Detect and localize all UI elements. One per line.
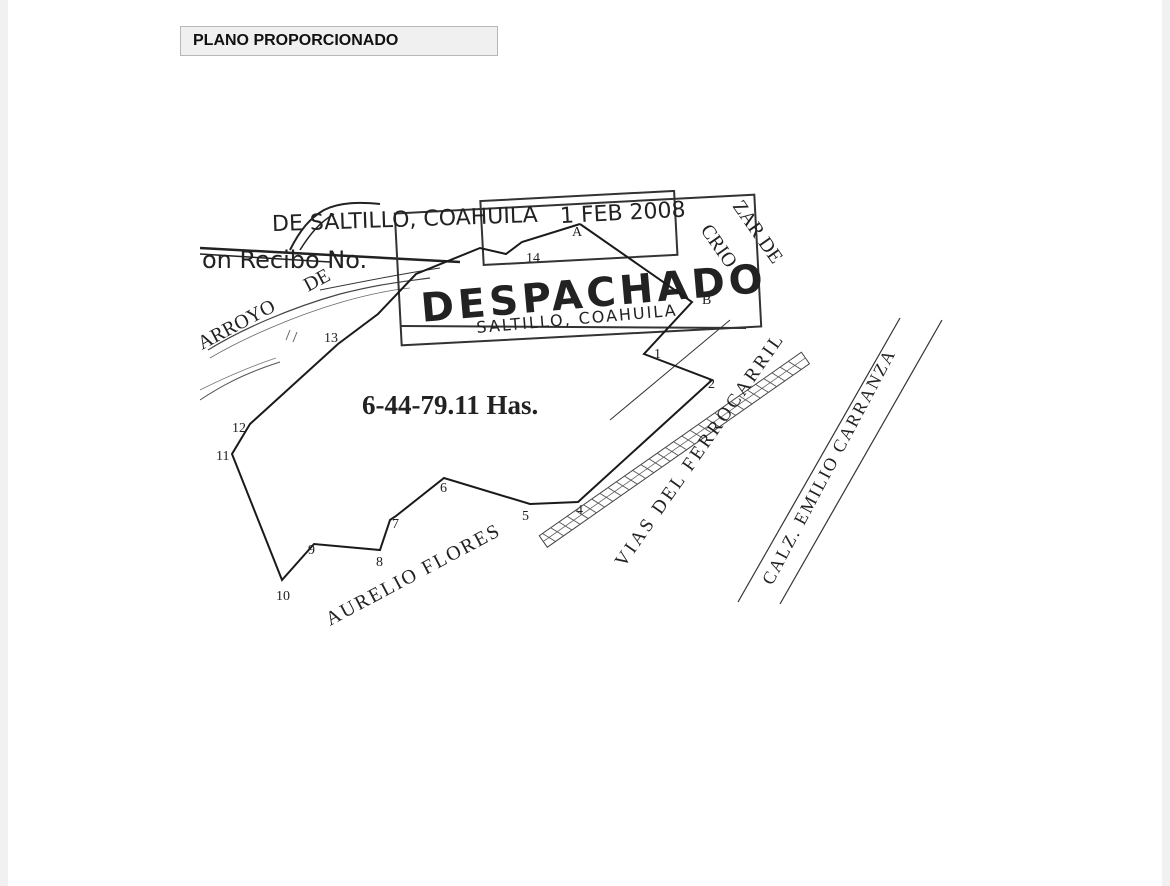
vertex-label-13: 13 <box>324 331 338 346</box>
arroyo-bank-line <box>285 329 291 341</box>
vertex-label-5: 5 <box>522 509 529 524</box>
stamp-top-line: DE SALTILLO, COAHUILA <box>272 203 538 237</box>
vertex-label-4: 4 <box>576 503 583 518</box>
plot-plan-svg: DE SALTILLO, COAHUILA 1 FEB 2008 on Reci… <box>200 190 943 630</box>
arroyo-bank-line <box>209 287 411 359</box>
arroyo-bank-line <box>299 213 335 251</box>
vertex-label-14: 14 <box>526 251 540 266</box>
vertex-label-a: A <box>572 225 583 240</box>
arroyo-bank-line <box>292 331 298 343</box>
vertex-label-8: 8 <box>376 555 383 570</box>
vertex-label-11: 11 <box>216 449 229 464</box>
vertex-label-10: 10 <box>276 589 290 604</box>
calzada-line <box>779 319 943 605</box>
street-calz-carranza: CALZ. EMILIO CARRANZA <box>758 345 900 588</box>
vertex-label-7: 7 <box>392 517 399 532</box>
plan-title-box: PLANO PROPORCIONADO <box>180 26 498 56</box>
street-arroyo: ARROYO <box>200 295 279 354</box>
arroyo-bank-line <box>200 357 277 391</box>
plot-plan-drawing: DE SALTILLO, COAHUILA 1 FEB 2008 on Reci… <box>200 190 960 660</box>
arroyo-bank-line <box>207 277 431 351</box>
railway-tracks <box>538 351 811 548</box>
calzada-line <box>737 317 901 603</box>
arroyo-bank-line <box>200 246 461 264</box>
area-label: 6-44-79.11 Has. <box>362 390 538 420</box>
property-boundary <box>230 223 714 582</box>
vertex-label-b: B <box>702 293 711 308</box>
arroyo-bank-line <box>609 319 731 421</box>
arroyo-bank-line <box>200 361 281 401</box>
stamp-recibo: on Recibo No. <box>202 246 367 274</box>
despachado-stamp: DE SALTILLO, COAHUILA 1 FEB 2008 on Reci… <box>202 190 769 347</box>
vertex-label-2: 2 <box>708 377 715 392</box>
plan-title: PLANO PROPORCIONADO <box>193 32 399 49</box>
vertex-label-9: 9 <box>308 543 315 558</box>
arroyo-bank-line <box>200 253 331 263</box>
vertex-label-12: 12 <box>232 421 246 436</box>
vertex-label-6: 6 <box>440 481 447 496</box>
vertex-label-1: 1 <box>654 347 661 362</box>
arroyo-bank-line <box>289 201 381 251</box>
street-vias-ferrocarril: VIAS DEL FERROCARRIL <box>611 329 789 571</box>
document-page: PLANO PROPORCIONADO DE SALTILLO, COAHUIL… <box>8 0 1162 886</box>
street-aurelio-flores: AURELIO FLORES <box>322 519 505 630</box>
